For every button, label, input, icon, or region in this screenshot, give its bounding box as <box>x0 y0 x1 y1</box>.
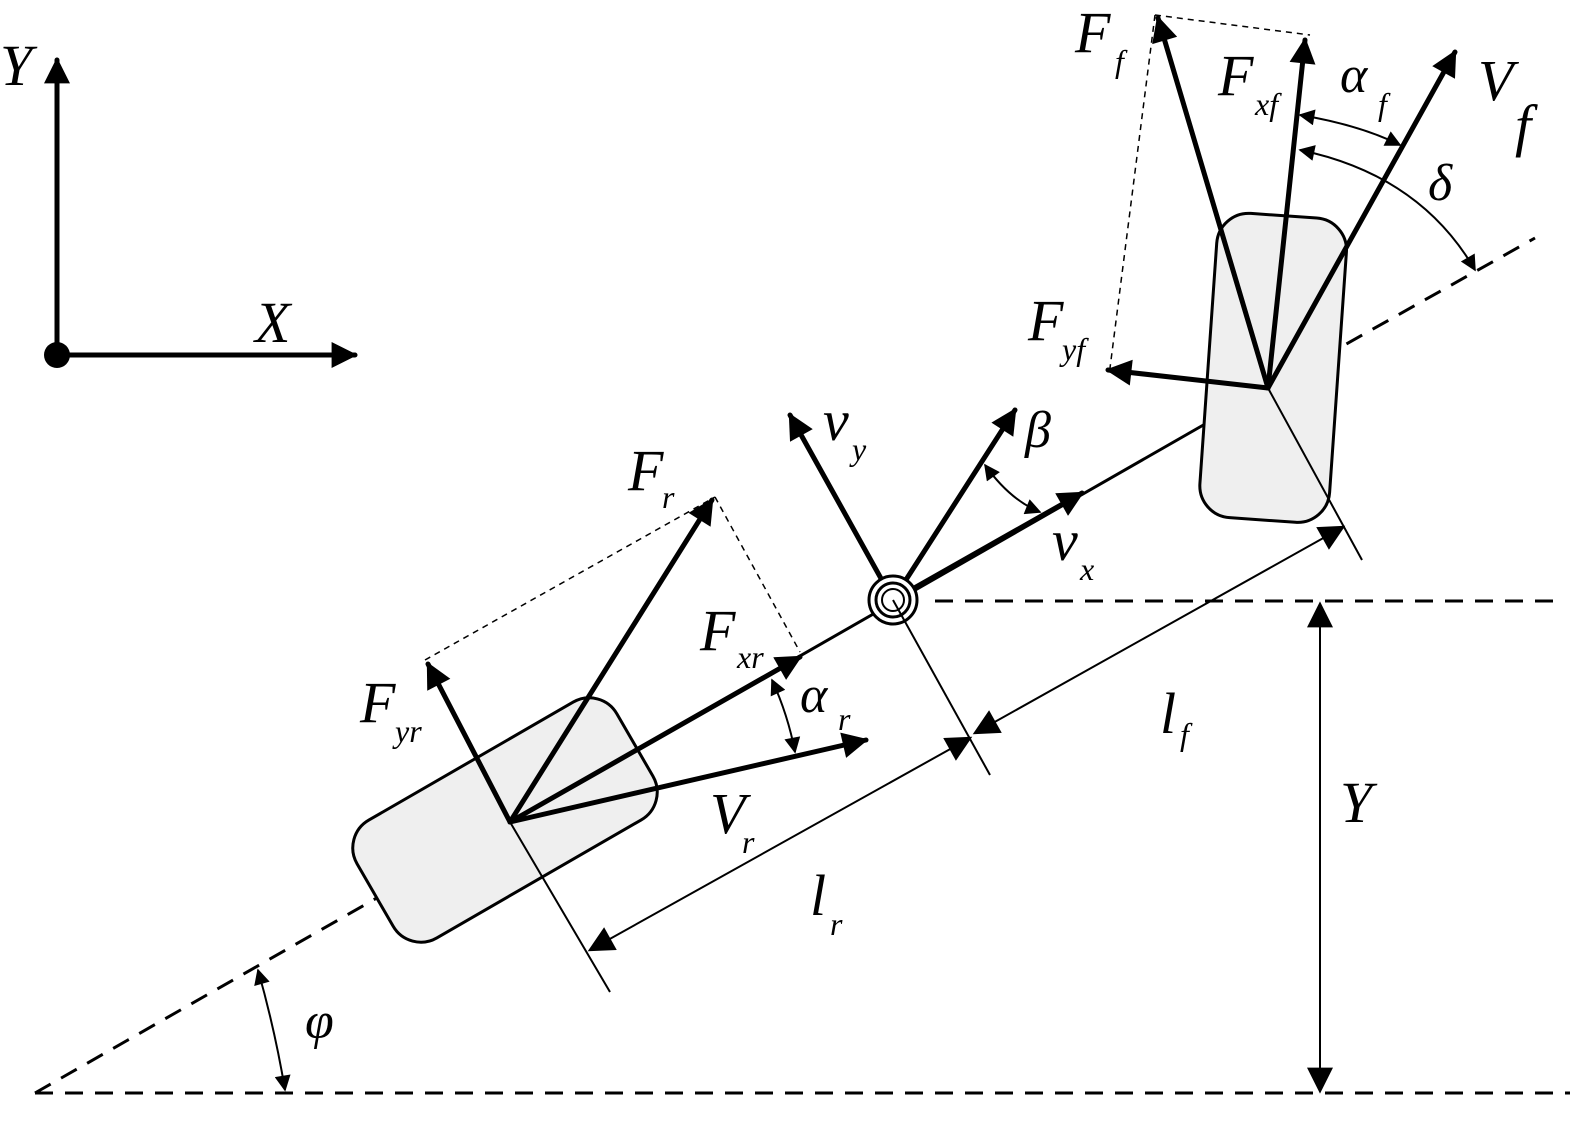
rear-axle-ref-line <box>509 821 611 993</box>
label-beta: β <box>1024 402 1051 459</box>
svg-text:r: r <box>742 824 755 860</box>
front-total-force-arrow <box>1152 15 1271 391</box>
alpha-r-arc <box>770 678 801 754</box>
cg-ref-line <box>892 599 991 776</box>
svg-text:F: F <box>359 670 396 735</box>
label-Fxf: F xf <box>1217 43 1282 122</box>
y-axis-label: Y <box>0 33 38 98</box>
front-tire <box>1198 211 1348 524</box>
svg-text:α: α <box>1340 47 1369 104</box>
svg-text:f: f <box>1515 93 1538 158</box>
svg-text:V: V <box>1478 48 1520 113</box>
svg-text:F: F <box>1217 43 1254 108</box>
rear-force-parallelogram <box>424 496 801 661</box>
alpha-f-arc <box>1298 109 1402 146</box>
label-lr: l r <box>810 863 843 942</box>
svg-text:f: f <box>1378 86 1391 122</box>
front-axle-ref-line <box>1267 387 1363 561</box>
global-axes: Y X <box>0 33 358 368</box>
svg-text:x: x <box>1079 551 1094 587</box>
phi-arc <box>254 968 291 1092</box>
svg-text:yr: yr <box>392 713 422 749</box>
svg-text:y: y <box>849 431 867 467</box>
svg-text:xr: xr <box>736 639 764 675</box>
label-alpha-f: α f <box>1340 47 1391 122</box>
svg-text:α: α <box>800 667 829 724</box>
svg-text:l: l <box>810 863 826 928</box>
front-force-parallelogram <box>1109 14 1311 369</box>
svg-text:F: F <box>699 598 736 663</box>
svg-text:F: F <box>1074 0 1111 65</box>
label-Vf: V f <box>1478 48 1538 158</box>
x-axis-label: X <box>253 290 293 355</box>
svg-text:xf: xf <box>1254 86 1282 122</box>
rear-lateral-force-arrow <box>425 661 513 825</box>
lr-dimension <box>587 736 973 952</box>
label-Vr: V r <box>710 781 755 860</box>
label-Fr: F r <box>627 438 675 515</box>
label-Fxr: F xr <box>699 598 764 675</box>
svg-text:yf: yf <box>1059 331 1089 367</box>
svg-text:r: r <box>830 906 843 942</box>
vy-arrow <box>787 412 896 603</box>
label-Fyr: F yr <box>359 670 422 749</box>
label-Fyf: F yf <box>1027 288 1089 367</box>
rear-total-force-arrow <box>507 497 715 825</box>
label-alpha-r: α r <box>800 667 851 737</box>
lf-dimension <box>972 525 1346 735</box>
svg-text:F: F <box>1027 288 1064 353</box>
svg-text:F: F <box>627 438 664 503</box>
velocity-arrow <box>890 407 1018 603</box>
vehicle-axis-front <box>1267 236 1536 390</box>
label-delta: δ <box>1428 155 1453 212</box>
beta-arc <box>984 463 1042 515</box>
label-vx: v x <box>1052 508 1094 587</box>
front-lateral-force-arrow <box>1105 359 1271 391</box>
svg-text:V: V <box>710 781 752 846</box>
label-vy: v y <box>823 388 867 467</box>
svg-text:v: v <box>1052 508 1078 573</box>
svg-text:r: r <box>662 479 675 515</box>
svg-text:r: r <box>838 701 851 737</box>
svg-text:l: l <box>1160 681 1176 746</box>
label-Ff: F f <box>1074 0 1128 79</box>
svg-text:f: f <box>1180 716 1193 752</box>
delta-arc <box>1298 145 1476 272</box>
label-lf: l f <box>1160 681 1193 752</box>
center-of-gravity <box>787 407 1085 776</box>
svg-text:v: v <box>823 388 849 453</box>
svg-text:f: f <box>1115 43 1128 79</box>
origin-dot <box>44 342 70 368</box>
label-phi: φ <box>305 993 334 1050</box>
label-Y-dimension: Y <box>1340 770 1378 835</box>
front-longitudinal-force-arrow <box>1265 37 1316 391</box>
